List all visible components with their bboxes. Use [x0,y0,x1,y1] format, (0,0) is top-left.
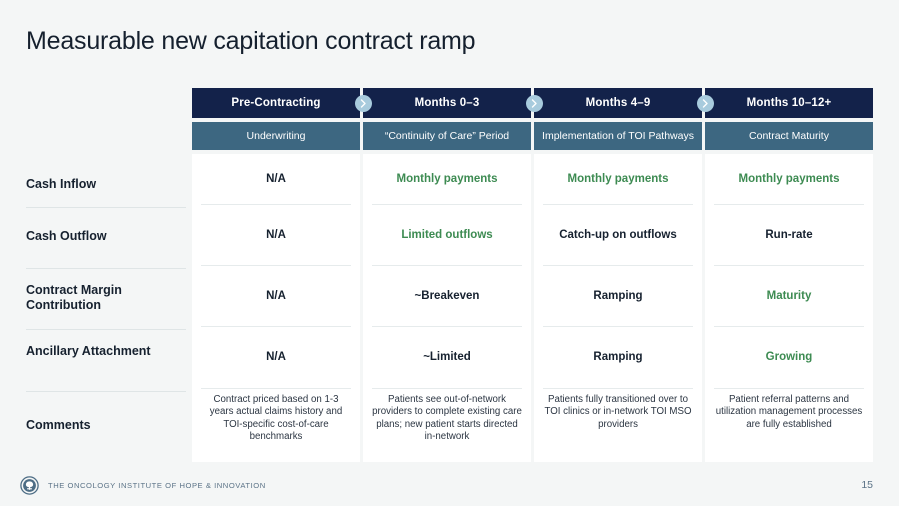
cell-contract-margin: Maturity [766,289,812,302]
cell-divider [201,388,351,389]
row-divider [26,268,186,269]
chevron-right-icon [526,95,543,112]
column-stage-label: “Continuity of Care” Period [363,122,531,150]
cell-cash-outflow: Run-rate [765,228,813,241]
row-divider [26,391,186,392]
cell-divider [714,388,864,389]
cell-cash-inflow: Monthly payments [738,173,840,185]
column-body: N/A N/A N/A N/A Contract priced based on… [192,154,360,462]
cell-divider [372,204,522,205]
column-phase-label: Months 4–9 [534,88,702,118]
cell-ancillary: ~Limited [423,351,471,363]
column-phase-label: Months 0–3 [363,88,531,118]
column-months-0-3: Months 0–3 “Continuity of Care” Period M… [363,88,531,462]
cell-divider [201,326,351,327]
cell-divider [543,388,693,389]
page-number: 15 [861,479,873,491]
row-label-column: Cash Inflow Cash Outflow Contract Margin… [0,88,190,466]
cell-cash-outflow: Limited outflows [401,228,493,241]
cell-cash-inflow: N/A [266,173,286,185]
column-body: Monthly payments Limited outflows ~Break… [363,154,531,462]
cell-divider [714,265,864,266]
column-stage-label: Contract Maturity [705,122,873,150]
cell-divider [201,265,351,266]
cell-contract-margin: N/A [266,289,286,302]
cell-divider [543,326,693,327]
column-phase-label: Months 10–12+ [705,88,873,118]
column-phase-label: Pre-Contracting [192,88,360,118]
cell-comments: Contract priced based on 1-3 years actua… [209,394,343,443]
row-label-contract-margin: Contract Margin Contribution [26,283,122,312]
column-months-10-12-plus: Months 10–12+ Contract Maturity Monthly … [705,88,873,462]
cell-comments: Patients see out-of-network providers to… [372,394,522,443]
cell-divider [543,265,693,266]
column-stage-label: Underwriting [192,122,360,150]
column-body: Monthly payments Run-rate Maturity Growi… [705,154,873,462]
oncology-institute-tree-logo-icon [20,476,39,495]
row-divider [26,329,186,330]
cell-divider [372,326,522,327]
cell-divider [372,265,522,266]
slide-footer: THE ONCOLOGY INSTITUTE OF HOPE & INNOVAT… [0,466,899,506]
column-stage-label: Implementation of TOI Pathways [534,122,702,150]
cell-comments: Patients fully transitioned over to TOI … [544,394,692,430]
cell-cash-inflow: Monthly payments [396,173,498,185]
cell-contract-margin: Ramping [593,289,643,302]
row-label-ancillary: Ancillary Attachment [26,344,151,358]
cell-comments: Patient referral patterns and utilizatio… [715,394,863,430]
cell-divider [714,204,864,205]
chevron-right-icon [355,95,372,112]
phase-matrix: Cash Inflow Cash Outflow Contract Margin… [0,88,899,466]
chevron-right-icon [697,95,714,112]
cell-divider [201,204,351,205]
footer-brand-text: THE ONCOLOGY INSTITUTE OF HOPE & INNOVAT… [48,481,266,490]
cell-cash-outflow: Catch-up on outflows [559,228,677,241]
column-months-4-9: Months 4–9 Implementation of TOI Pathway… [534,88,702,462]
row-divider [26,207,186,208]
cell-cash-outflow: N/A [266,228,286,241]
cell-ancillary: Ramping [593,351,643,363]
column-pre-contracting: Pre-Contracting Underwriting N/A N/A N/A… [192,88,360,462]
cell-ancillary: Growing [765,351,813,363]
row-label-cash-inflow: Cash Inflow [26,177,97,191]
page-title: Measurable new capitation contract ramp [26,27,476,55]
cell-cash-inflow: Monthly payments [567,173,669,185]
column-body: Monthly payments Catch-up on outflows Ra… [534,154,702,462]
row-label-comments: Comments [26,418,91,432]
cell-divider [714,326,864,327]
cell-ancillary: N/A [266,351,286,363]
cell-divider [372,388,522,389]
cell-divider [543,204,693,205]
cell-contract-margin: ~Breakeven [414,289,480,302]
row-label-cash-outflow: Cash Outflow [26,229,107,243]
